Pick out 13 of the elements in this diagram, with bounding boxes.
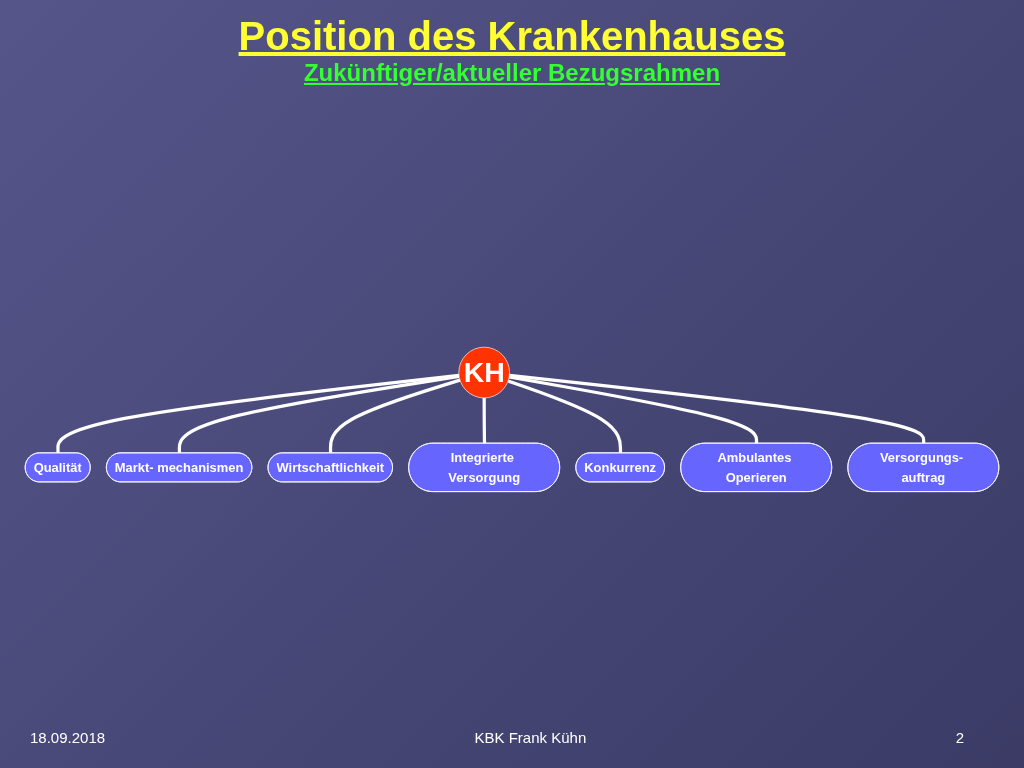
connector xyxy=(507,379,623,453)
page-number: 2 xyxy=(955,729,964,746)
date-label: 18.09.2018 xyxy=(30,729,106,746)
connector xyxy=(508,374,759,444)
connector xyxy=(328,378,461,453)
connector xyxy=(482,397,487,444)
connector xyxy=(177,374,460,453)
connector xyxy=(56,373,460,453)
subtitle: Zukünftiger/aktueller Bezugsrahmen xyxy=(303,59,721,87)
connector xyxy=(509,373,926,444)
author-label: KBK Frank Kühn xyxy=(474,729,587,746)
title: Position des Krankenhauses xyxy=(238,14,786,59)
node-circle: KH xyxy=(458,346,510,398)
